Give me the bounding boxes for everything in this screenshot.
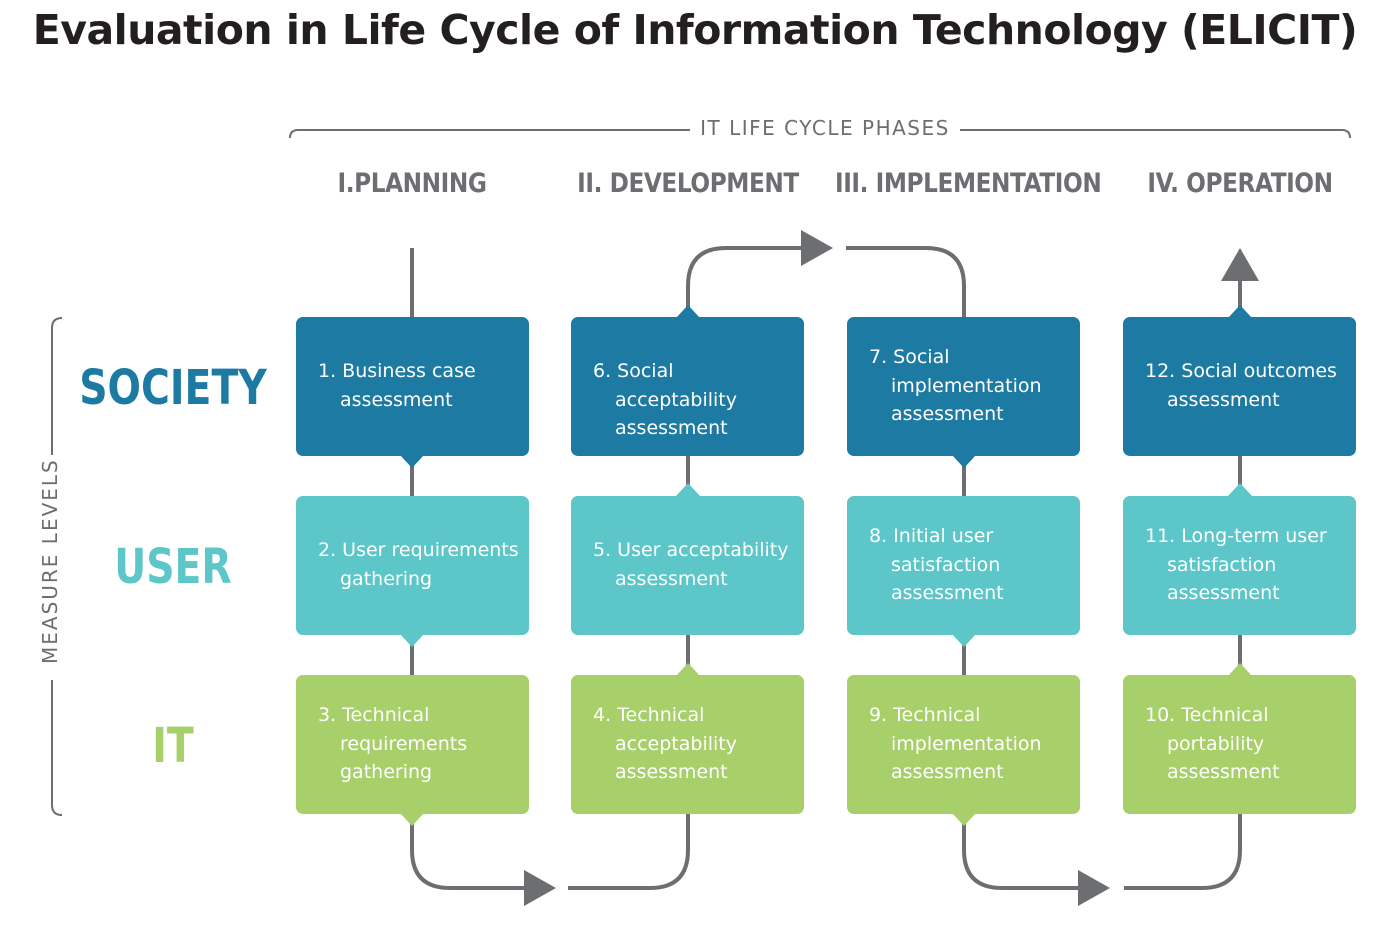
step-label: 8. Initial user satisfaction assessment bbox=[869, 525, 1004, 604]
notch-box7-down bbox=[952, 455, 976, 468]
measure-levels-label: MEASURE LEVELS bbox=[38, 458, 62, 664]
step-box-5: 5. User acceptability assessment bbox=[571, 496, 804, 635]
notch-box4-up bbox=[676, 663, 700, 676]
step-box-10: 10. Technical portability assessment bbox=[1123, 675, 1356, 814]
measure-bracket-bottom bbox=[51, 680, 63, 816]
notch-box11-up bbox=[1228, 483, 1252, 496]
notch-box9-down bbox=[952, 813, 976, 826]
step-box-4: 4. Technical acceptability assessment bbox=[571, 675, 804, 814]
arrow-right-icon bbox=[1078, 870, 1110, 906]
notch-box12-up bbox=[1228, 305, 1252, 318]
connector-planning-to-development bbox=[410, 813, 528, 890]
arrow-right-icon bbox=[524, 870, 556, 906]
step-label: 11. Long-term user satisfaction assessme… bbox=[1145, 525, 1327, 604]
step-box-9: 9. Technical implementation assessment bbox=[847, 675, 1080, 814]
step-label: 5. User acceptability assessment bbox=[593, 539, 789, 590]
phase-operation: IV. OPERATION bbox=[1147, 168, 1333, 199]
step-label: 9. Technical implementation assessment bbox=[869, 704, 1042, 783]
step-label: 3. Technical requirements gathering bbox=[318, 704, 468, 783]
connector-into-development bbox=[568, 813, 690, 890]
notch-box3-down bbox=[400, 813, 424, 826]
arrow-up-icon bbox=[1221, 248, 1259, 281]
step-box-8: 8. Initial user satisfaction assessment bbox=[847, 496, 1080, 635]
notch-box6-up bbox=[676, 305, 700, 318]
connector-into-implementation bbox=[846, 246, 966, 318]
step-box-2: 2. User requirements gathering bbox=[296, 496, 529, 635]
step-label: 12. Social outcomes assessment bbox=[1145, 360, 1337, 411]
level-it: IT bbox=[152, 718, 194, 774]
step-label: 10. Technical portability assessment bbox=[1145, 704, 1280, 783]
phase-development: II. DEVELOPMENT bbox=[577, 168, 799, 199]
step-box-1: 1. Business case assessment bbox=[296, 317, 529, 456]
connector-into-operation bbox=[1124, 813, 1242, 890]
notch-box5-up bbox=[676, 483, 700, 496]
step-label: 6. Social acceptability assessment bbox=[593, 360, 737, 439]
step-box-12: 12. Social outcomes assessment bbox=[1123, 317, 1356, 456]
step-box-3: 3. Technical requirements gathering bbox=[296, 675, 529, 814]
phases-bracket-right bbox=[960, 129, 1351, 139]
phases-bracket-left bbox=[289, 129, 690, 139]
step-label: 4. Technical acceptability assessment bbox=[593, 704, 737, 783]
step-label: 2. User requirements gathering bbox=[318, 539, 519, 590]
step-label: 7. Social implementation assessment bbox=[869, 346, 1042, 425]
phase-implementation: III. IMPLEMENTATION bbox=[835, 168, 1102, 199]
measure-bracket-top bbox=[51, 317, 63, 455]
notch-box2-down bbox=[400, 634, 424, 647]
notch-box8-down bbox=[952, 634, 976, 647]
level-user: USER bbox=[114, 539, 232, 595]
connector-implementation-to-operation bbox=[962, 813, 1082, 890]
diagram-title: Evaluation in Life Cycle of Information … bbox=[32, 6, 1358, 54]
phases-header: IT LIFE CYCLE PHASES bbox=[700, 116, 950, 140]
notch-box1-down bbox=[400, 455, 424, 468]
connector-development-to-implementation bbox=[686, 246, 806, 318]
phase-planning: I.PLANNING bbox=[337, 168, 487, 199]
step-box-6: 6. Social acceptability assessment bbox=[571, 317, 804, 456]
step-box-11: 11. Long-term user satisfaction assessme… bbox=[1123, 496, 1356, 635]
notch-box10-up bbox=[1228, 663, 1252, 676]
step-box-7: 7. Social implementation assessment bbox=[847, 317, 1080, 456]
level-society: SOCIETY bbox=[79, 360, 267, 416]
arrow-right-icon bbox=[801, 230, 833, 266]
step-label: 1. Business case assessment bbox=[318, 360, 476, 411]
